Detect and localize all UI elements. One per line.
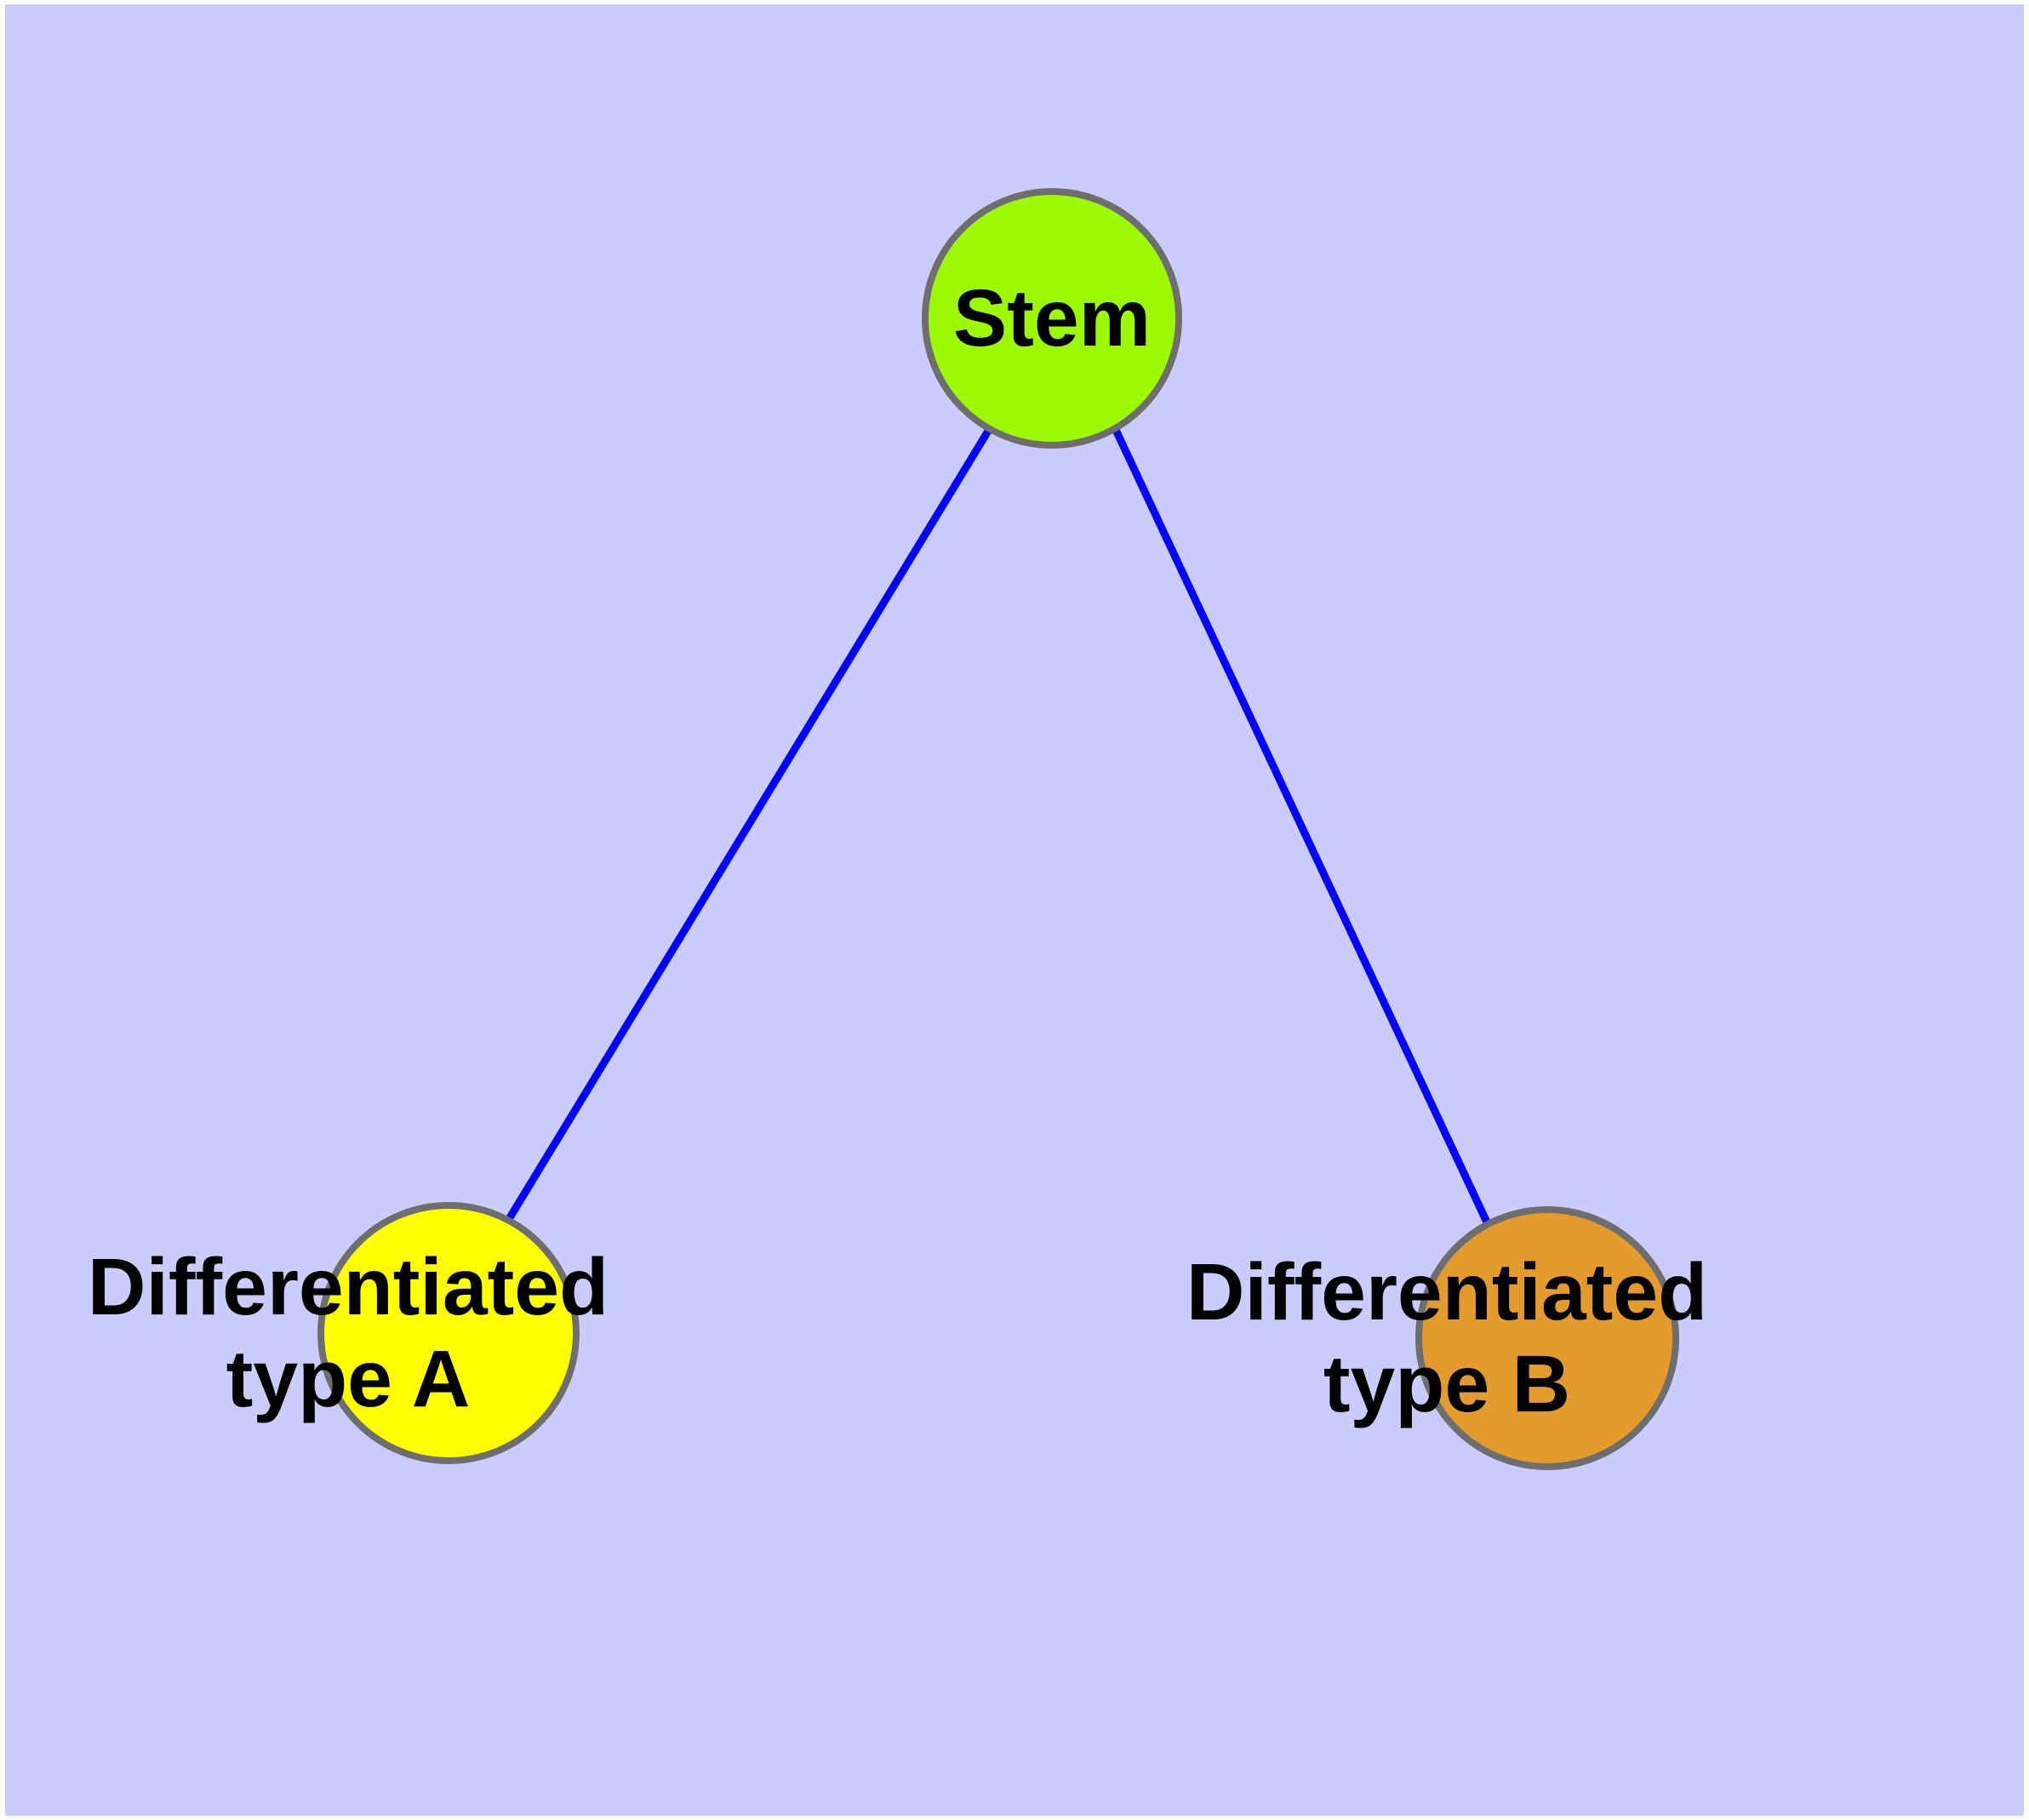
node-differentiated-type-b[interactable] <box>1415 1206 1679 1470</box>
edge-stem-to-diff-a <box>503 426 993 1226</box>
node-layer <box>317 188 1679 1470</box>
edge-layer <box>503 426 1493 1228</box>
edge-stem-to-diff-b <box>1112 428 1493 1228</box>
node-differentiated-type-a[interactable] <box>317 1202 580 1464</box>
node-stem[interactable] <box>922 188 1182 449</box>
